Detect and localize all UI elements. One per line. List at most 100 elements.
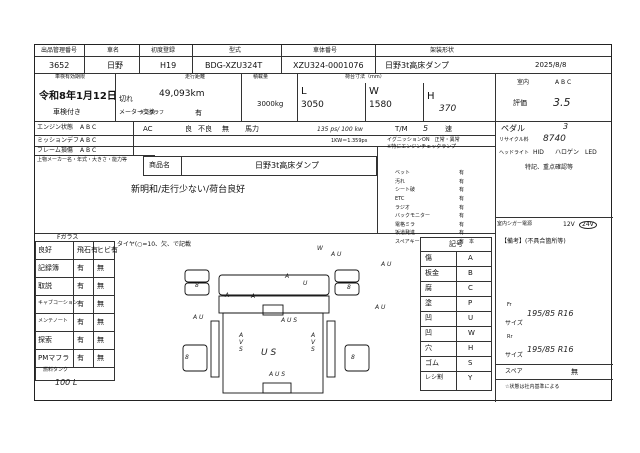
legend-cell-7-1: S <box>468 359 473 367</box>
hid-label: HID <box>533 149 544 156</box>
label-shape: 架装形状 <box>430 47 455 54</box>
fglass-cell-4-0: メンテノート <box>38 318 68 324</box>
fglass-cell-6-0: PMマフラ <box>38 354 70 362</box>
legend-cell-3-0: 塗 <box>425 299 432 307</box>
fglass-cell-2-1: 有 <box>77 282 84 290</box>
fglass-title: Fガラス <box>57 234 79 241</box>
ac-label: AC <box>143 125 153 133</box>
legend-cell-5-1: W <box>468 329 475 337</box>
cargo-l: L <box>301 86 307 97</box>
legend-cell-4-1: U <box>468 314 474 322</box>
fglass-table <box>35 241 115 381</box>
tires-note: ☆状態は社内基準による <box>505 384 560 390</box>
tire-front-left2 <box>184 282 210 296</box>
cargo-w-value: 1580 <box>369 100 392 110</box>
recycle-value: 8740 <box>543 134 566 144</box>
fglass-cell-6-1: 有 <box>77 354 84 362</box>
chassis-value: XZU324-0001076 <box>293 61 364 70</box>
ac-good: 良 <box>185 125 192 133</box>
fglass-cell-2-0: 取説 <box>38 282 52 290</box>
legend-cell-5-0: 凹 <box>425 329 432 337</box>
items-note: 上物メーカー名・年式・大きさ・能力等 <box>37 157 128 163</box>
fglass-cell-3-2: 無 <box>97 300 104 308</box>
spare-label: スペア <box>505 368 523 375</box>
fr-label: Fr <box>507 302 512 308</box>
socket-12v: 12V <box>563 221 575 228</box>
product-value: 日野3t高床ダンプ <box>255 161 319 170</box>
legend-cell-0-1: A <box>468 254 473 262</box>
fglass-cell-0-2: ヒビ有 <box>97 246 118 254</box>
load-value: 3000kg <box>257 100 284 108</box>
cargo-h: H <box>427 91 435 102</box>
recycle-label: リサイクル料 <box>499 137 529 143</box>
warn-label: ※特にエンジンチェックランプ <box>387 144 457 150</box>
engine-label: エンジン状態 <box>37 124 74 131</box>
svg-text:8: 8 <box>185 354 189 361</box>
legend-cell-2-1: C <box>468 284 473 292</box>
legend-cell-6-0: 穴 <box>425 344 432 352</box>
fglass-cell-1-2: 無 <box>97 264 104 272</box>
svg-text:A: A <box>284 273 289 280</box>
special-label: 特記、重点確認等 <box>525 164 574 171</box>
kanri-value: 3652 <box>49 61 70 70</box>
shape-value: 日野3t高床ダンプ <box>385 61 449 70</box>
legend-title: 記号 <box>449 240 463 248</box>
load-label: 積載量 <box>253 74 269 80</box>
fglass-cell-5-1: 有 <box>77 336 84 344</box>
ignition-label: イグニッションON 正常・異常 <box>387 137 460 143</box>
svg-text:A U: A U <box>330 251 342 258</box>
date-value: 2025/8/8 <box>535 61 567 69</box>
power-label: 馬力 <box>245 125 259 133</box>
svg-text:U: U <box>303 280 308 287</box>
svg-text:S: S <box>239 346 243 353</box>
first-reg-value: H19 <box>160 61 177 70</box>
interior-label: 室内 <box>517 79 530 86</box>
legend-cell-6-1: H <box>468 344 474 352</box>
fglass-cell-5-2: 無 <box>97 336 104 344</box>
equipment-values: 有有有有有有有有有 本 <box>459 170 475 245</box>
ac-none: 無 <box>222 125 229 133</box>
front-tire-size: 195/85 R16 <box>527 309 574 318</box>
tire-front-left <box>184 269 210 283</box>
maker-value: 日野 <box>107 61 123 70</box>
rear-tire-size: 195/85 R16 <box>527 345 574 354</box>
svg-text:A U S: A U S <box>280 317 297 324</box>
fglass-cell-0-0: 良好 <box>38 246 52 254</box>
svg-text:W: W <box>317 245 324 252</box>
fglass-cell-2-2: 無 <box>97 282 104 290</box>
tm-label: T/M <box>395 125 408 133</box>
pedal-value: 3 <box>563 122 569 131</box>
label-maker: 車名 <box>107 47 120 54</box>
cargo-l-value: 3050 <box>301 100 324 110</box>
tire-front-right2 <box>334 282 360 296</box>
svg-text:S: S <box>311 346 315 353</box>
tacho-val: 有 <box>195 109 202 117</box>
svg-text:A U S: A U S <box>268 371 285 378</box>
svg-text:A: A <box>310 332 315 339</box>
fuel-value: 100 L <box>55 378 78 387</box>
inspection-sheet: 出品管理番号 車名 初度登録 型式 車体番号 架装形状 3652 日野 H19 … <box>34 44 613 402</box>
headlight-label: ヘッドライト <box>499 150 530 156</box>
interior-abc: A B C <box>555 79 572 86</box>
inspect-value: 令和8年1月12日 <box>39 91 117 102</box>
svg-text:A: A <box>250 293 255 300</box>
rr-label: Rr <box>507 334 513 340</box>
svg-text:U S: U S <box>261 348 276 358</box>
product-box <box>143 156 377 176</box>
speed-label: 速 <box>445 125 452 133</box>
product-label: 商品名 <box>149 161 170 169</box>
inspect-sub: 車検付き <box>53 108 81 116</box>
svg-text:V: V <box>311 339 316 346</box>
fglass-cell-1-1: 有 <box>77 264 84 272</box>
pedal-label: ペダル <box>501 124 525 133</box>
svg-text:A U: A U <box>380 261 392 268</box>
halogen-label: ハロゲン <box>555 149 580 156</box>
swap-label: メーター交換 <box>119 109 156 116</box>
socket-24v: 24V <box>579 221 597 229</box>
rear-size-label: サイズ <box>505 352 523 359</box>
frame-label: フレーム損傷 <box>37 147 73 154</box>
tire-rear-left <box>182 344 208 372</box>
mission-label: ミッションデフ <box>37 137 80 144</box>
legend-cell-4-0: 凹 <box>425 314 432 322</box>
